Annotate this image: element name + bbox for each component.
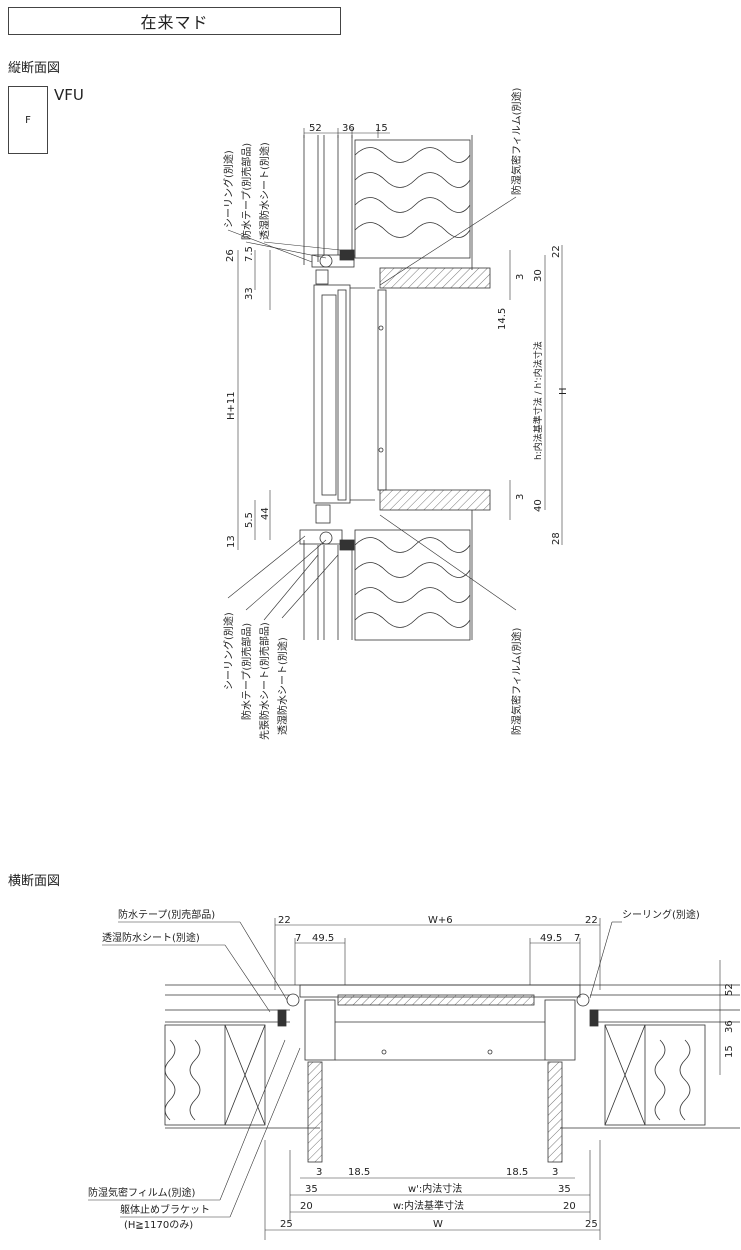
hdim-l18-5: 18.5 — [348, 1167, 370, 1178]
vdim-36: 36 — [342, 123, 355, 134]
vdim-3b: 3 — [515, 494, 526, 500]
hdim-w6: W+6 — [428, 915, 453, 926]
hcallout-sheet: 透湿防水シート(別途) — [102, 931, 200, 944]
vdim-28: 28 — [551, 532, 562, 545]
hdim-r22: 22 — [585, 915, 598, 926]
hdim-r35: 35 — [558, 1184, 571, 1195]
hdim-w-inner-std: w:内法基準寸法 — [393, 1199, 464, 1212]
horizontal-section-label: 横断面図 — [8, 874, 61, 889]
hdim-l3: 3 — [316, 1167, 322, 1178]
vertical-dim-lines — [237, 128, 563, 550]
vdim-5-5: 5.5 — [244, 512, 255, 528]
vdim-H: H — [558, 387, 569, 395]
hdim-r18-5: 18.5 — [506, 1167, 528, 1178]
callout-top-tape: 防水テープ(別売部品) — [240, 143, 253, 240]
hdim-v52: 52 — [724, 983, 735, 996]
hdim-l35: 35 — [305, 1184, 318, 1195]
vdim-h-inner: h:内法基準寸法 / h':内法寸法 — [532, 341, 544, 460]
vdim-3a: 3 — [515, 274, 526, 280]
hdim-r25: 25 — [585, 1219, 598, 1230]
hdim-w-inner-real: w':内法寸法 — [408, 1182, 462, 1195]
callout-bottom-sheet: 透湿防水シート(別途) — [276, 637, 289, 735]
horizontal-section-drawing — [164, 984, 740, 1163]
vertical-section-label: 縦断面図 — [8, 61, 61, 76]
hdim-l49-5: 49.5 — [312, 933, 334, 944]
callout-bottom-sealing: シーリング(別途) — [222, 612, 235, 690]
hcallout-tape: 防水テープ(別売部品) — [118, 908, 215, 921]
hdim-l20: 20 — [300, 1201, 313, 1212]
hdim-l25: 25 — [280, 1219, 293, 1230]
hcallout-film: 防湿気密フィルム(別途) — [88, 1186, 196, 1199]
vdim-15: 15 — [375, 123, 388, 134]
callout-top-film: 防湿気密フィルム(別途) — [510, 87, 523, 195]
vdim-7-5: 7.5 — [244, 246, 255, 262]
hdim-v15: 15 — [724, 1045, 735, 1058]
vdim-26: 26 — [225, 249, 236, 262]
vdim-22: 22 — [551, 245, 562, 258]
hdim-r49-5: 49.5 — [540, 933, 562, 944]
frame-type-box: F — [8, 86, 48, 154]
vdim-52: 52 — [309, 123, 322, 134]
hdim-r20: 20 — [563, 1201, 576, 1212]
horizontal-dim-lines — [264, 918, 721, 1240]
hdim-W: W — [433, 1219, 443, 1230]
vdim-30: 30 — [533, 269, 544, 282]
callout-top-sheet: 透湿防水シート(別途) — [258, 142, 271, 240]
hcallout-bracket: 躯体止めブラケット — [120, 1203, 210, 1216]
vdim-40: 40 — [533, 499, 544, 512]
callout-bottom-pre-sheet: 先張防水シート(別売部品) — [258, 622, 271, 740]
hcallout-bracket-note: (H≧1170のみ) — [124, 1220, 193, 1231]
hdim-l7: 7 — [295, 933, 301, 944]
model-label: VFU — [54, 86, 84, 104]
page-title: 在来マド — [8, 7, 341, 35]
hcallout-sealing: シーリング(別途) — [622, 908, 700, 921]
hdim-v36: 36 — [724, 1020, 735, 1033]
vdim-44: 44 — [260, 507, 271, 520]
hdim-r3: 3 — [552, 1167, 558, 1178]
vertical-section-drawing — [299, 135, 491, 641]
hdim-l22: 22 — [278, 915, 291, 926]
vdim-14-5: 14.5 — [497, 308, 508, 330]
callout-bottom-tape: 防水テープ(別売部品) — [240, 623, 253, 720]
vdim-13: 13 — [226, 535, 237, 548]
vdim-h11: H+11 — [226, 391, 237, 420]
callout-bottom-film: 防湿気密フィルム(別途) — [510, 627, 523, 735]
vdim-33: 33 — [244, 287, 255, 300]
callout-top-sealing: シーリング(別途) — [222, 150, 235, 228]
hdim-r7: 7 — [574, 933, 580, 944]
